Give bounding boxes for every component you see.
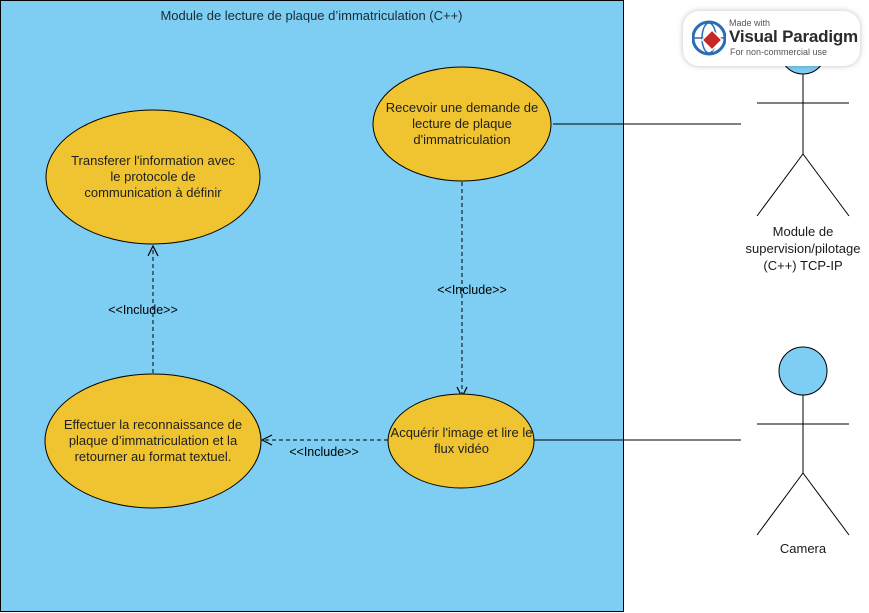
use-case-effectuer-label: Effectuer la reconnaissance de plaque d’… [63, 417, 243, 464]
watermark-subtitle: For non-commercial use [730, 47, 828, 57]
visual-paradigm-badge: Made with Visual Paradigm For non-commer… [683, 11, 860, 66]
use-case-recevoir[interactable] [372, 66, 552, 182]
actor-camera[interactable] [756, 346, 850, 536]
actor-camera-label: Camera [779, 541, 827, 556]
watermark-brand: Visual Paradigm [729, 27, 858, 46]
use-case-effectuer[interactable] [44, 373, 262, 509]
system-title: Module de lecture de plaque d’immatricul… [160, 8, 463, 23]
use-case-acquerir-label: Acquérir l'image et lire le flux vidéo [390, 425, 533, 456]
actor-supervision-label: Module de supervision/pilotage (C++) TCP… [745, 224, 861, 273]
include-label-top: <<Include>> [437, 283, 507, 297]
visual-paradigm-logo-icon [692, 20, 726, 56]
include-label-left: <<Include>> [108, 303, 178, 317]
use-case-transferer-label: Transferer l'information avec le protoco… [71, 153, 235, 200]
actor-head [778, 346, 828, 396]
watermark-made-with: Made with [729, 18, 771, 28]
use-case-acquerir[interactable] [387, 393, 535, 489]
use-case-recevoir-label: Recevoir une demande de lecture de plaqu… [385, 100, 539, 147]
include-label-bottom: <<Include>> [289, 445, 359, 459]
use-case-transferer[interactable] [45, 109, 261, 245]
